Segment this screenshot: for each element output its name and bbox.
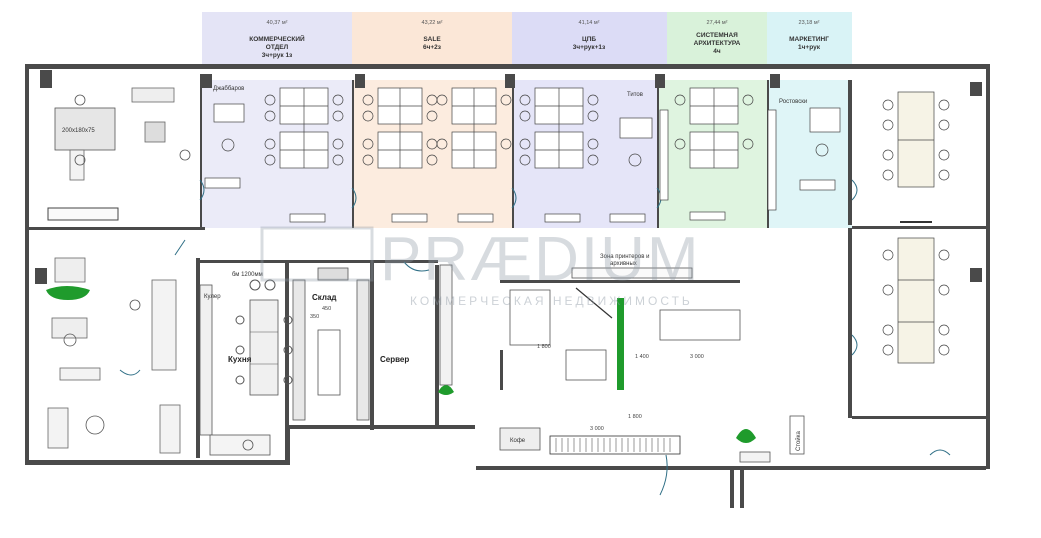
zone-header-marketing xyxy=(767,12,852,67)
plant-server xyxy=(438,385,454,395)
zone-headers: 40,37 м² КОММЕРЧЕСКИЙ ОТДЕЛ 3ч+рук 1з 43… xyxy=(202,12,852,67)
kitchen-size-label: бм 1200мм xyxy=(232,272,263,278)
central-area: Зона принтеров и архивных 1 800 1 400 3 … xyxy=(499,254,805,463)
right-chairs xyxy=(882,99,950,356)
plant-reception xyxy=(736,429,756,443)
kitchen-label: Кухня xyxy=(228,355,252,364)
rack-label: Стойка xyxy=(795,431,802,451)
coffee-label: Кофе xyxy=(510,438,526,444)
cooler-label: Кулер xyxy=(204,294,221,300)
plant xyxy=(46,286,90,300)
watermark-tagline: КОММЕРЧЕСКАЯ НЕДВИЖИМОСТЬ xyxy=(410,294,693,308)
zone-header-commercial xyxy=(202,12,352,67)
right-meeting-tables xyxy=(897,91,935,364)
table-size-label: 200х180х75 xyxy=(62,128,95,134)
left-meeting-room: 200х180х75 xyxy=(47,87,191,221)
zone-name-sale: SALE xyxy=(423,36,441,43)
chairs xyxy=(221,94,829,167)
zone-staff-sysarch: 4ч xyxy=(713,48,721,55)
zone-area-cpb: 41,14 м² xyxy=(579,20,600,26)
zone-name-sysarch-1: СИСТЕМНАЯ xyxy=(696,32,738,39)
desk-clusters xyxy=(204,87,841,223)
zone-name-marketing: МАРКЕТИНГ xyxy=(789,36,829,43)
zone-staff-marketing: 1ч+рук xyxy=(798,44,821,51)
dim-3000a: 3 000 xyxy=(690,354,704,360)
door-swings xyxy=(119,179,951,496)
dim-3000b: 3 000 xyxy=(590,426,604,432)
armchair xyxy=(144,121,166,143)
printers-label-1: Зона принтеров и xyxy=(600,254,649,260)
shelf-unit xyxy=(47,207,119,221)
zone-area-marketing: 23,18 м² xyxy=(799,20,820,26)
interior-walls xyxy=(25,80,987,458)
zone-staff-commercial: 3ч+рук 1з xyxy=(262,52,293,59)
zone-area-sysarch: 27,44 м² xyxy=(707,20,728,26)
watermark-logo-mark xyxy=(260,226,374,282)
person-rostovsk: Ростовски xyxy=(779,99,807,105)
floor-marketing xyxy=(767,80,852,228)
server-room: Сервер xyxy=(380,264,454,395)
printers-label-2: архивных xyxy=(610,261,637,267)
zone-name-cpb: ЦПБ xyxy=(582,36,596,43)
person-djabbarov: Джаббаров xyxy=(213,86,244,92)
watermark-brand: PRÆDIUM xyxy=(380,225,701,294)
watermark: PRÆDIUM КОММЕРЧЕСКАЯ НЕДВИЖИМОСТЬ xyxy=(260,225,701,308)
zone-header-cpb xyxy=(512,12,667,67)
storage-room: Склад 450 350 xyxy=(292,267,370,421)
green-divider xyxy=(617,298,624,390)
zone-area-commercial: 40,37 м² xyxy=(267,20,288,26)
floor-commercial xyxy=(202,80,352,228)
zone-staff-cpb: 3ч+рук+1з xyxy=(573,44,606,51)
reception-counter xyxy=(549,435,681,455)
zone-name-sysarch-2: АРХИТЕКТУРА xyxy=(694,40,741,47)
zone-header-sysarch xyxy=(667,12,767,67)
zone-area-sale: 43,22 м² xyxy=(422,20,443,26)
sofa xyxy=(131,87,175,103)
exterior-walls xyxy=(25,64,990,508)
counter-hatching xyxy=(555,438,671,452)
kitchen: Кухня Кулер бм 1200мм xyxy=(199,272,293,456)
zone-name-commercial-1: КОММЕРЧЕСКИЙ xyxy=(249,34,305,43)
dim-storage-b: 350 xyxy=(310,314,319,320)
zone-name-commercial-2: ОТДЕЛ xyxy=(266,44,289,51)
dim-1800: 1 800 xyxy=(537,344,551,350)
zone-header-sale xyxy=(352,12,512,67)
cabinet xyxy=(69,149,85,181)
left-bottom-office xyxy=(46,257,181,454)
zone-staff-sale: 6ч+2з xyxy=(423,44,442,51)
server-label: Сервер xyxy=(380,355,409,364)
storage-label: Склад xyxy=(312,293,337,302)
meeting-table xyxy=(54,107,116,151)
dim-storage-a: 450 xyxy=(322,306,331,312)
dim-1800b: 1 800 xyxy=(628,414,642,420)
person-titov: Титов xyxy=(627,92,643,98)
dim-1400: 1 400 xyxy=(635,354,649,360)
